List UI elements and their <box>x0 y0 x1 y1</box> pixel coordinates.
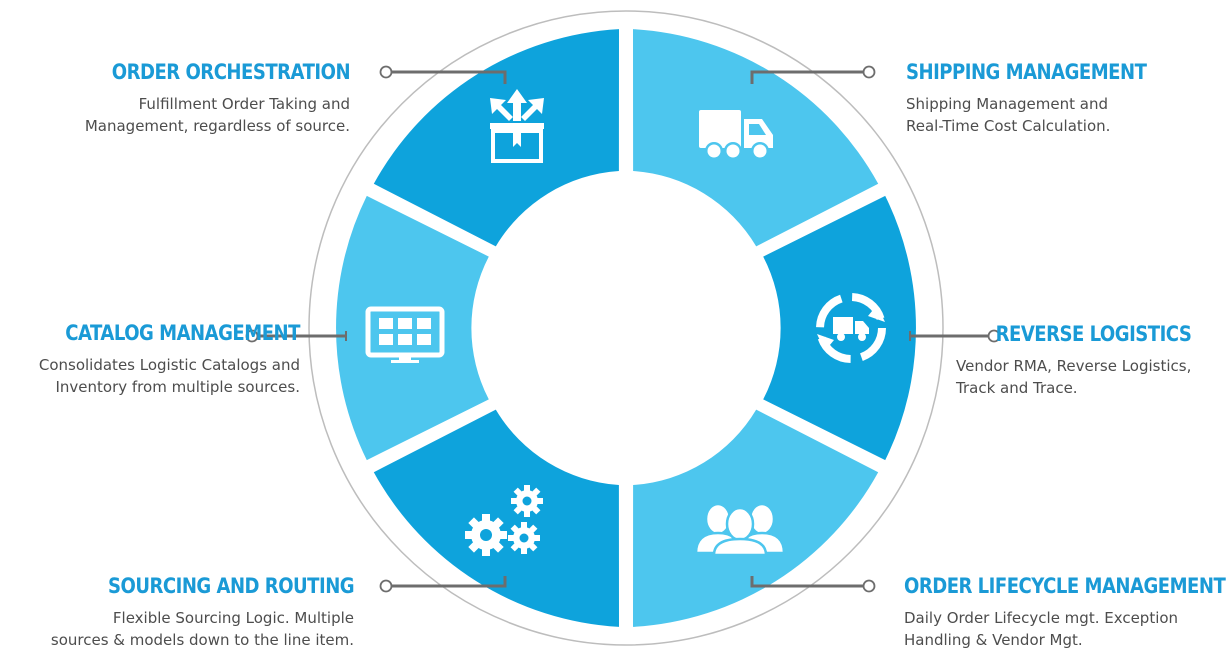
segment-title: CATALOG MANAGEMENT <box>65 321 300 345</box>
description-line-2: Management, regardless of source. <box>84 117 350 135</box>
connector-dot-catalog-management <box>245 329 259 343</box>
description-line-1: Vendor RMA, Reverse Logistics, <box>956 357 1192 375</box>
connector-dot-shipping-management <box>862 65 876 79</box>
box-arrows-icon <box>490 89 544 163</box>
connectors <box>245 65 1001 593</box>
label-shipping-management: SHIPPING MANAGEMENT Shipping Management … <box>906 60 1186 137</box>
description-line-1: Daily Order Lifecycle mgt. Exception <box>904 609 1179 627</box>
gears-icon <box>465 485 543 556</box>
description-line-2: Handling & Vendor Mgt. <box>904 631 1083 649</box>
connector-dot-order-lifecycle-management <box>862 579 876 593</box>
connector-line-order-orchestration <box>392 70 507 84</box>
connector-line-shipping-management <box>750 70 863 84</box>
description-line-2: Track and Trace. <box>956 379 1078 397</box>
segment-catalog-management[interactable] <box>336 195 489 461</box>
segment-sourcing-and-routing[interactable] <box>373 409 619 627</box>
connector-line-sourcing-and-routing <box>392 576 507 588</box>
segment-description: Vendor RMA, Reverse Logistics, Track and … <box>956 355 1191 399</box>
description-line-2: sources & models down to the line item. <box>50 631 354 649</box>
label-reverse-logistics: REVERSE LOGISTICS Vendor RMA, Reverse Lo… <box>956 322 1192 399</box>
segment-order-orchestration[interactable] <box>373 29 619 247</box>
people-icon <box>694 502 786 557</box>
connector-dot-sourcing-and-routing <box>379 579 393 593</box>
segment-title: ORDER LIFECYCLE MANAGEMENT <box>904 574 1226 598</box>
segment-title: ORDER ORCHESTRATION <box>111 60 351 84</box>
segment-description: Flexible Sourcing Logic. Multiple sources… <box>51 607 354 651</box>
connector-dot-reverse-logistics <box>987 329 1001 343</box>
description-line-2: Inventory from multiple sources. <box>55 378 300 396</box>
truck-icon <box>699 110 773 160</box>
monitor-grid-icon <box>365 306 445 363</box>
description-line-1: Fulfillment Order Taking and <box>138 95 350 113</box>
label-order-orchestration: ORDER ORCHESTRATION Fulfillment Order Ta… <box>73 60 351 137</box>
description-line-1: Shipping Management and <box>906 95 1109 113</box>
description-line-1: Consolidates Logistic Catalogs and <box>38 356 300 374</box>
connector-line-order-lifecycle-management <box>750 576 863 588</box>
segment-title: REVERSE LOGISTICS <box>995 322 1192 346</box>
description-line-1: Flexible Sourcing Logic. Multiple <box>112 609 354 627</box>
segment-title: SHIPPING MANAGEMENT <box>906 60 1147 84</box>
outer-ring <box>308 10 944 646</box>
connector-dot-order-orchestration <box>379 65 393 79</box>
label-order-lifecycle-management: ORDER LIFECYCLE MANAGEMENT Daily Order L… <box>904 574 1226 651</box>
truck-cycle-icon <box>816 293 886 363</box>
label-sourcing-and-routing: SOURCING AND ROUTING Flexible Sourcing L… <box>51 574 355 651</box>
description-line-2: Real-Time Cost Calculation. <box>906 117 1111 135</box>
segment-title: SOURCING AND ROUTING <box>107 574 355 598</box>
label-catalog-management: CATALOG MANAGEMENT Consolidates Logistic… <box>27 321 301 398</box>
